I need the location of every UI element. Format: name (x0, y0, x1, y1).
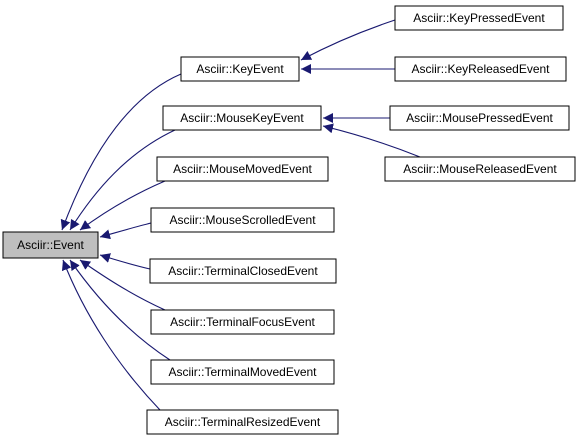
class-node-label: Asciir::MouseScrolledEvent (169, 213, 316, 227)
class-node-label: Asciir::MouseKeyEvent (180, 111, 304, 125)
class-node-keypressed[interactable]: Asciir::KeyPressedEvent (394, 5, 564, 31)
edge-mousescrolled-to-event (99, 222, 152, 240)
class-node-termresized[interactable]: Asciir::TerminalResizedEvent (146, 409, 339, 435)
class-node-box (150, 309, 335, 335)
class-node-termfocus[interactable]: Asciir::TerminalFocusEvent (150, 309, 335, 335)
edge-termresized-to-event (61, 259, 161, 411)
edges-layer (60, 19, 421, 411)
class-node-mousepressed[interactable]: Asciir::MousePressedEvent (389, 105, 570, 131)
edge-line (300, 19, 396, 61)
class-node-box (156, 156, 329, 182)
class-node-box (162, 105, 322, 131)
class-node-event[interactable]: Asciir::Event (2, 231, 99, 259)
class-node-label: Asciir::TerminalResizedEvent (165, 415, 321, 429)
edge-line (79, 180, 166, 231)
edge-line (79, 259, 166, 311)
edge-mousekey-to-event (69, 129, 176, 231)
edge-termfocus-to-event (79, 259, 166, 311)
class-node-box (150, 359, 335, 385)
edge-mousereleased-to-mousekey (322, 123, 421, 158)
class-node-termmoved[interactable]: Asciir::TerminalMovedEvent (150, 359, 335, 385)
edge-line (69, 259, 171, 361)
class-node-label: Asciir::MousePressedEvent (406, 111, 553, 125)
class-node-mousereleased[interactable]: Asciir::MouseReleasedEvent (384, 156, 576, 182)
edge-termmoved-to-event (69, 259, 171, 361)
class-node-label: Asciir::MouseMovedEvent (173, 162, 312, 176)
class-node-box (149, 258, 337, 284)
edge-line (61, 259, 161, 411)
edge-line (99, 253, 151, 270)
edge-key-to-event (60, 73, 182, 231)
nodes-layer: Asciir::Event Asciir::KeyEventAsciir::Mou… (2, 5, 576, 435)
class-node-box (150, 207, 335, 233)
class-node-label: Asciir::Event (17, 238, 84, 252)
class-node-label: Asciir::MouseReleasedEvent (403, 162, 557, 176)
class-node-label: Asciir::TerminalMovedEvent (168, 365, 317, 379)
edge-line (99, 222, 152, 240)
class-node-box (2, 231, 99, 259)
class-node-box (394, 56, 567, 82)
class-node-keyreleased[interactable]: Asciir::KeyReleasedEvent (394, 56, 567, 82)
class-node-mousemoved[interactable]: Asciir::MouseMovedEvent (156, 156, 329, 182)
class-node-box (146, 409, 339, 435)
edge-mousemoved-to-event (79, 180, 166, 231)
class-node-label: Asciir::KeyEvent (196, 62, 284, 76)
class-node-termclosed[interactable]: Asciir::TerminalClosedEvent (149, 258, 337, 284)
edge-line (60, 73, 182, 231)
class-node-box (180, 56, 300, 82)
class-node-label: Asciir::TerminalFocusEvent (170, 315, 315, 329)
class-node-box (384, 156, 576, 182)
edge-line (69, 129, 176, 231)
class-node-box (394, 5, 564, 31)
class-node-key[interactable]: Asciir::KeyEvent (180, 56, 300, 82)
class-node-label: Asciir::KeyPressedEvent (413, 11, 545, 25)
class-node-label: Asciir::KeyReleasedEvent (411, 62, 550, 76)
edge-line (322, 123, 421, 158)
class-node-mousekey[interactable]: Asciir::MouseKeyEvent (162, 105, 322, 131)
edge-termclosed-to-event (99, 253, 151, 270)
edge-keypressed-to-key (300, 19, 396, 61)
class-node-mousescrolled[interactable]: Asciir::MouseScrolledEvent (150, 207, 335, 233)
class-node-label: Asciir::TerminalClosedEvent (168, 264, 318, 278)
class-node-box (389, 105, 570, 131)
